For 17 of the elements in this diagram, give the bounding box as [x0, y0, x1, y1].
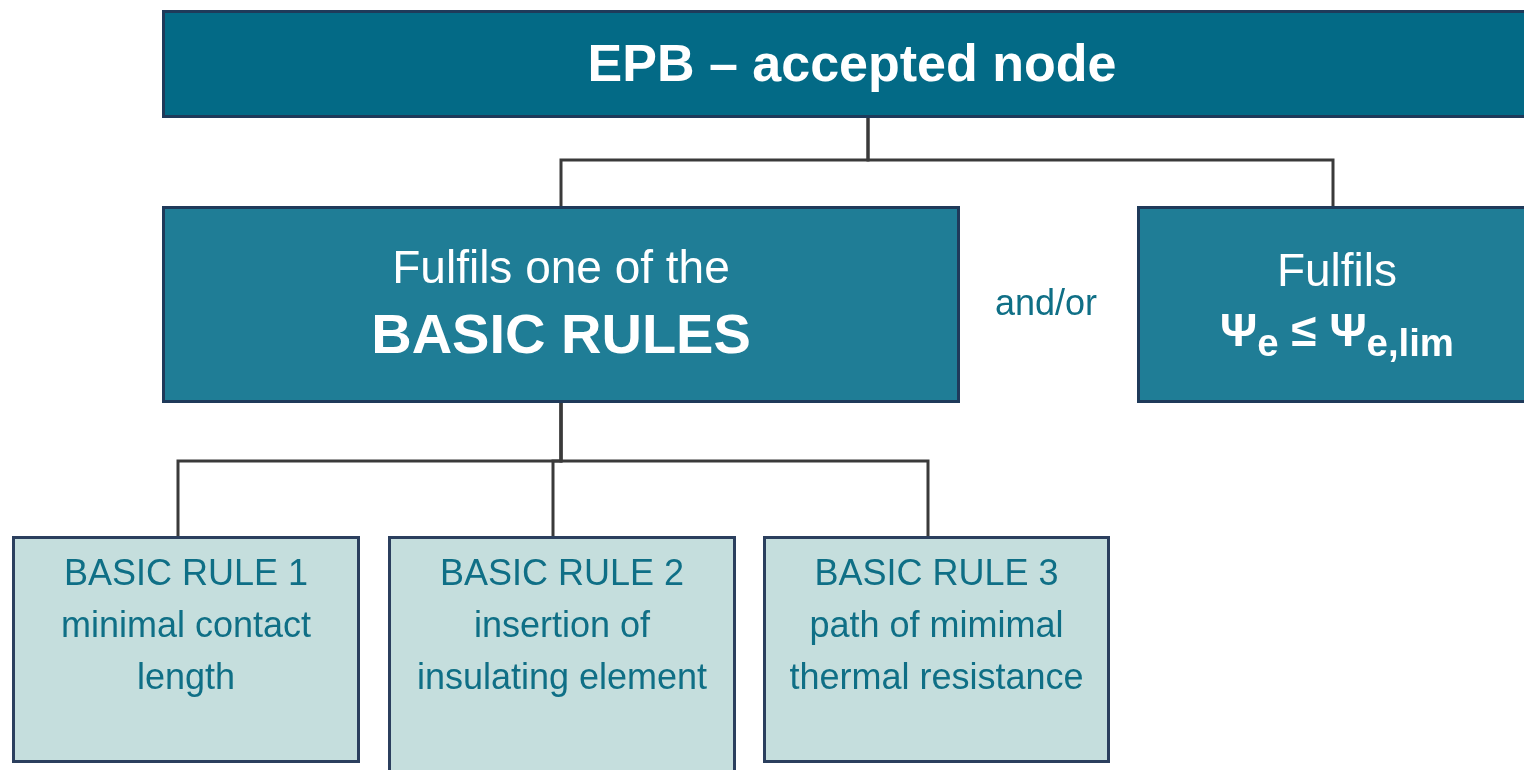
- connector-line: [559, 403, 930, 536]
- rule-description: minimal contact length: [59, 603, 313, 699]
- connector-note: and/or: [995, 282, 1098, 324]
- box-heading: Fulfils one of the: [392, 240, 730, 296]
- rule-heading: BASIC RULE 3: [814, 551, 1059, 595]
- process-box: [1137, 206, 1524, 403]
- title-text: EPB – accepted node: [587, 33, 1117, 95]
- process-box: [162, 10, 1524, 118]
- rule-description: insertion of insulating element: [415, 603, 709, 699]
- box-heading: Fulfils: [1276, 243, 1398, 299]
- box-text: Ψ$_{e}$ ≤ Ψ$_{e,lim}$: [1220, 302, 1454, 367]
- process-box: [162, 206, 960, 403]
- rule-description: path of mimimal thermal resistance: [788, 603, 1085, 699]
- rule-heading: BASIC RULE 2: [439, 551, 685, 595]
- rule-heading: BASIC RULE 1: [63, 551, 309, 595]
- box-text: BASIC RULES: [371, 301, 751, 367]
- connector-line: [866, 118, 1335, 206]
